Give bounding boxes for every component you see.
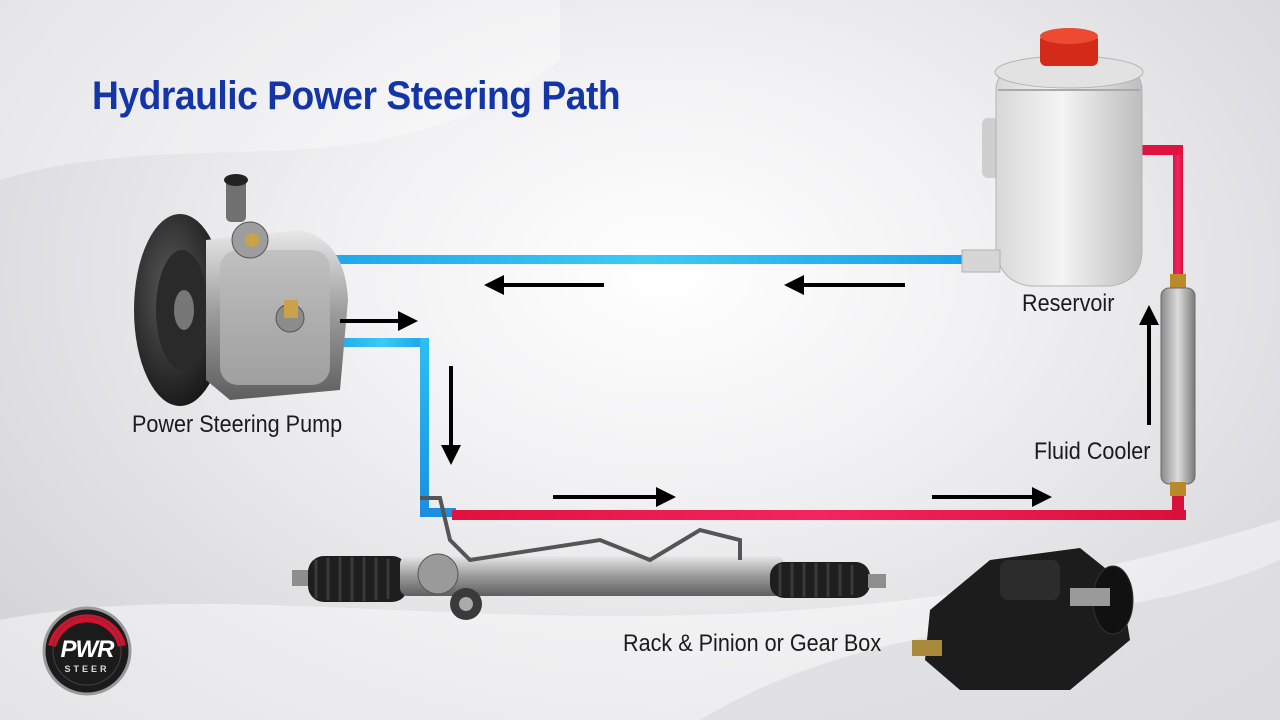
flow-arrow-down	[441, 366, 461, 465]
flow-arrow-right-1	[553, 487, 676, 507]
label-rack-and-pinion: Rack & Pinion or Gear Box	[623, 630, 882, 657]
flow-arrow-up	[1139, 305, 1159, 425]
rack-to-cooler-line	[452, 510, 1186, 520]
page-title: Hydraulic Power Steering Path	[92, 74, 621, 118]
flow-arrow-right-2	[932, 487, 1052, 507]
pump-to-rack-line	[420, 338, 429, 514]
cooler-to-reservoir-line	[1173, 145, 1183, 285]
power-steering-pump	[134, 174, 348, 406]
pump-outlet-line	[336, 338, 428, 347]
label-power-steering-pump: Power Steering Pump	[132, 411, 343, 438]
logo-badge-icon	[42, 606, 132, 696]
logo-main-text: PWR	[60, 636, 115, 663]
reservoir	[961, 28, 1144, 287]
rack-inlet-line	[420, 508, 456, 517]
label-fluid-cooler: Fluid Cooler	[1034, 438, 1151, 465]
gear-box	[912, 548, 1134, 690]
reservoir-inlet-line	[1135, 145, 1183, 155]
pwr-steer-logo: PWR STEER	[42, 606, 132, 696]
return-line	[330, 255, 965, 264]
rack-and-pinion	[292, 496, 886, 620]
logo-sub-text: STEER	[64, 664, 110, 674]
flow-arrow-right-pump	[340, 311, 418, 331]
flow-arrow-left-2	[784, 275, 905, 295]
label-reservoir: Reservoir	[1022, 290, 1115, 317]
fluid-cooler	[1160, 274, 1196, 496]
flow-arrow-left-1	[484, 275, 604, 295]
